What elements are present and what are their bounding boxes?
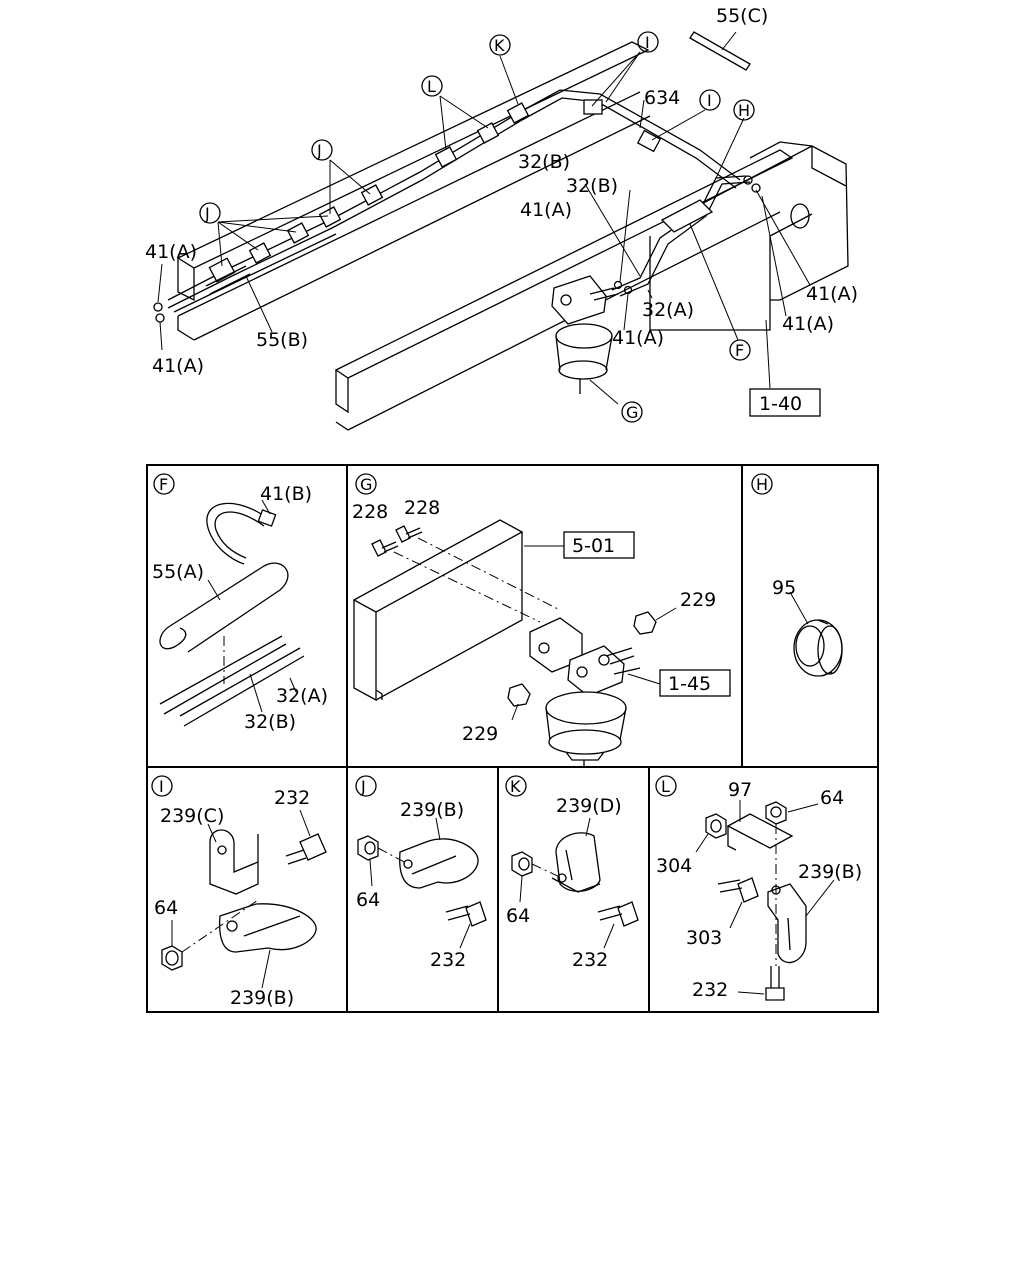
label-l-232: 232 xyxy=(692,979,728,1001)
panel-i: I xyxy=(151,775,327,989)
svg-text:H: H xyxy=(738,101,750,120)
label-95: 95 xyxy=(772,577,796,599)
label-41a-filter: 41(A) xyxy=(612,327,664,349)
callout-f-overview: F xyxy=(729,339,751,361)
callout-i: I xyxy=(151,775,173,797)
label-k-232: 232 xyxy=(572,949,608,971)
svg-text:F: F xyxy=(735,341,744,360)
svg-text:J: J xyxy=(204,204,210,223)
callout-l: L xyxy=(655,775,677,797)
label-l-239b: 239(B) xyxy=(798,861,862,883)
svg-text:L: L xyxy=(427,77,436,96)
label-304: 304 xyxy=(656,855,692,877)
svg-text:K: K xyxy=(510,777,521,796)
svg-text:H: H xyxy=(756,475,768,494)
label-41a-center: 41(A) xyxy=(520,199,572,221)
label-ref-1-40: 1-40 xyxy=(759,393,802,415)
callout-f: F xyxy=(153,473,175,495)
callout-j-overview-2: J xyxy=(199,202,221,224)
svg-text:I: I xyxy=(707,91,712,110)
label-f-32a: 32(A) xyxy=(276,685,328,707)
svg-text:G: G xyxy=(626,403,638,422)
svg-text:J: J xyxy=(316,141,322,160)
svg-text:G: G xyxy=(360,475,372,494)
label-229-right: 229 xyxy=(680,589,716,611)
callout-l-overview: L xyxy=(421,75,443,97)
svg-text:J: J xyxy=(360,777,366,796)
svg-text:K: K xyxy=(494,36,505,55)
panel-l: L xyxy=(655,775,835,1001)
label-l-64: 64 xyxy=(820,787,844,809)
panel-f: F xyxy=(153,473,305,727)
callout-h: H xyxy=(751,473,773,495)
label-32b-upper: 32(B) xyxy=(518,151,570,173)
label-41a-left-bottom: 41(A) xyxy=(152,355,204,377)
label-i-239b: 239(B) xyxy=(230,987,294,1009)
label-i-64: 64 xyxy=(154,897,178,919)
callout-k-overview: K xyxy=(489,34,511,56)
label-i-232: 232 xyxy=(274,787,310,809)
label-229-bottom: 229 xyxy=(462,723,498,745)
label-97: 97 xyxy=(728,779,752,801)
ref-box-1-45 xyxy=(659,669,731,697)
panel-k: K xyxy=(505,775,639,949)
label-239d: 239(D) xyxy=(556,795,622,817)
callout-j: J xyxy=(355,775,377,797)
label-55c: 55(C) xyxy=(716,5,768,27)
svg-text:I: I xyxy=(645,33,650,52)
label-32b-lower: 32(B) xyxy=(566,175,618,197)
label-41a-tank-bottom: 41(A) xyxy=(782,313,834,335)
callout-j-overview-1: J xyxy=(311,139,333,161)
label-j-239b: 239(B) xyxy=(400,799,464,821)
callout-i-overview-1: I xyxy=(637,31,659,53)
label-j-64: 64 xyxy=(356,889,380,911)
label-ref-1-45: 1-45 xyxy=(668,673,711,695)
panel-g: G xyxy=(352,473,677,767)
ref-box-5-01 xyxy=(563,531,635,559)
callout-g-overview: G xyxy=(621,401,643,423)
callout-k: K xyxy=(505,775,527,797)
panel-j: J xyxy=(355,775,487,949)
label-303: 303 xyxy=(686,927,722,949)
label-f-32b: 32(B) xyxy=(244,711,296,733)
label-41b: 41(B) xyxy=(260,483,312,505)
detail-grid-frame xyxy=(146,464,879,1013)
svg-text:L: L xyxy=(661,777,670,796)
ref-box-1-40 xyxy=(749,388,821,417)
label-55a: 55(A) xyxy=(152,561,204,583)
svg-text:I: I xyxy=(159,777,164,796)
label-32a: 32(A) xyxy=(642,299,694,321)
label-239c: 239(C) xyxy=(160,805,224,827)
label-228-left: 228 xyxy=(352,501,388,523)
label-j-232: 232 xyxy=(430,949,466,971)
label-k-64: 64 xyxy=(506,905,530,927)
label-41a-left-top: 41(A) xyxy=(145,241,197,263)
overview-assembly xyxy=(153,31,849,431)
label-55b: 55(B) xyxy=(256,329,308,351)
callout-i-overview-2: I xyxy=(699,89,721,111)
label-228-right: 228 xyxy=(404,497,440,519)
label-ref-5-01: 5-01 xyxy=(572,535,615,557)
panel-h: H xyxy=(751,473,843,677)
fuel-filter-overview xyxy=(551,275,619,394)
label-41a-tank-top: 41(A) xyxy=(806,283,858,305)
svg-text:F: F xyxy=(159,475,168,494)
label-634: 634 xyxy=(644,87,680,109)
callout-h-overview: H xyxy=(733,99,755,121)
callout-g: G xyxy=(355,473,377,495)
